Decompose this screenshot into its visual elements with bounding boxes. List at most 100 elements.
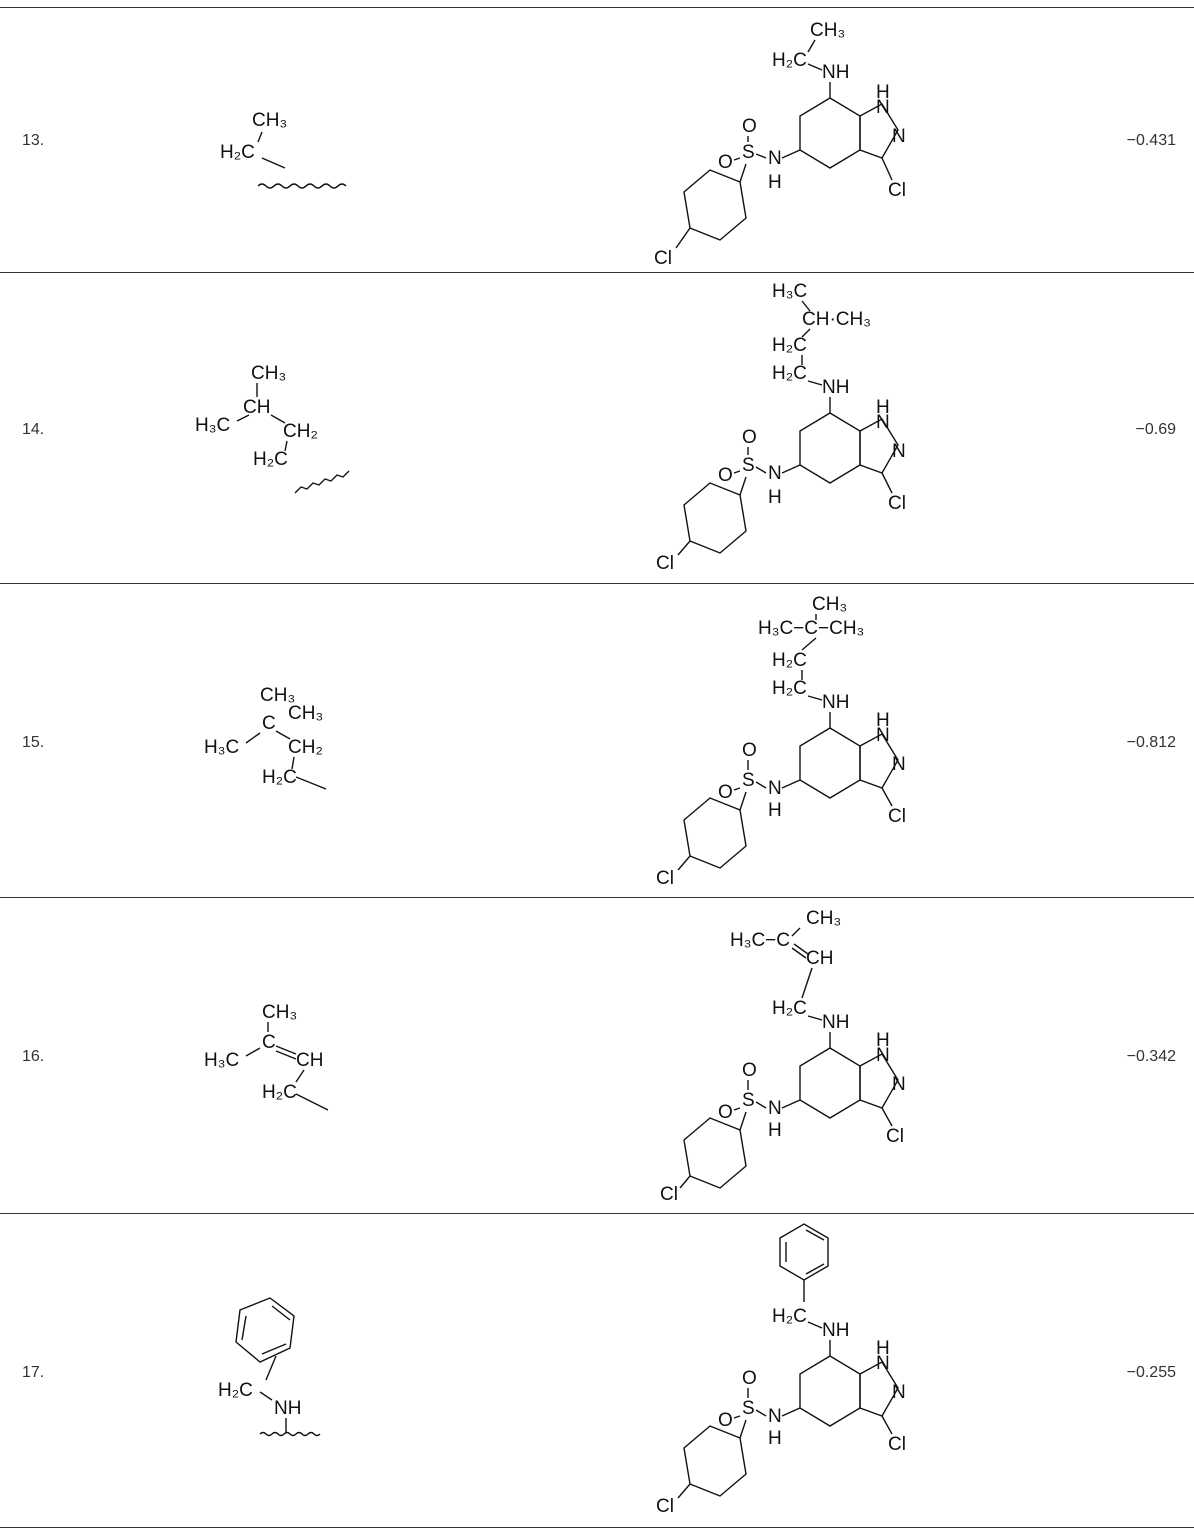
bond-line <box>683 797 747 869</box>
product-label: NH <box>822 1012 849 1033</box>
table-row: 14. −0.69 CH₃ H₃C CH CH₂ H₂C H₃C CH·CH₃ … <box>0 273 1194 583</box>
substituent-label: NH <box>274 1398 301 1419</box>
substituent-label: H₃C <box>195 415 230 436</box>
bond-line <box>733 787 741 791</box>
atom-label: H <box>768 800 782 821</box>
product-label: H₃C−C−CH₃ <box>758 618 864 639</box>
product-label: H₂C <box>772 650 807 671</box>
atom-label: S <box>742 142 755 163</box>
product-label: H₃C−C <box>730 930 790 951</box>
substituent-label: H₂C <box>218 1380 253 1401</box>
bond-line <box>679 1175 691 1189</box>
atom-label: H <box>876 1030 890 1051</box>
product-label: NH <box>822 692 849 713</box>
atom-label: Cl <box>886 1126 904 1147</box>
product-label: NH <box>822 62 849 83</box>
atom-label: N <box>876 1045 890 1066</box>
bond-line <box>294 470 350 494</box>
atom-label: H <box>768 487 782 508</box>
bond-line <box>683 1425 747 1497</box>
bond-line <box>859 103 899 159</box>
table-rule <box>0 583 1194 584</box>
atom-label: O <box>718 465 733 486</box>
atom-label: Cl <box>888 806 906 827</box>
bond-line <box>295 776 327 790</box>
atom-label: N <box>768 463 782 484</box>
bond-line <box>733 1415 741 1419</box>
bond-line <box>781 1407 801 1417</box>
atom-label: N <box>876 725 890 746</box>
atom-label: N <box>892 441 906 462</box>
atom-label: N <box>892 1382 906 1403</box>
compound-index: 13. <box>22 132 45 149</box>
table-row: 17. −0.255 H₂C NH H₂C NH H N N Cl N H S … <box>0 1214 1194 1527</box>
atom-label: H <box>768 1428 782 1449</box>
bond-line <box>791 927 801 937</box>
substituent-structure: CH₃ CH₃ H₃C C CH₂ H₂C <box>204 685 327 790</box>
table-rule <box>0 1213 1194 1214</box>
atom-label: H <box>768 172 782 193</box>
bond-line <box>801 328 811 338</box>
atom-label: H <box>876 710 890 731</box>
product-label: NH <box>822 377 849 398</box>
bond-line <box>675 227 691 249</box>
atom-label: H <box>876 82 890 103</box>
table-rule-top <box>0 7 1194 8</box>
bond-line <box>284 440 288 452</box>
substituent-label: C <box>262 1032 276 1053</box>
atom-label: O <box>718 1102 733 1123</box>
bond-line <box>799 1355 861 1427</box>
bond-line <box>261 157 286 169</box>
bond-line <box>245 732 261 744</box>
atom-label: Cl <box>888 493 906 514</box>
atom-label: Cl <box>656 868 674 889</box>
bond-line <box>755 1101 767 1109</box>
atom-label: Cl <box>888 1434 906 1455</box>
activity-value: −0.431 <box>1126 132 1176 149</box>
substituent-label: H₂C <box>253 449 288 470</box>
substituent-label: H₂C <box>262 1082 297 1103</box>
compound-index: 14. <box>22 421 45 438</box>
bond-line <box>271 1305 291 1321</box>
bond-line <box>881 1415 893 1435</box>
bond-line <box>733 157 741 161</box>
substituent-structure: CH₃ H₃C C CH H₂C <box>204 1002 329 1111</box>
bond-line <box>781 149 801 159</box>
bond-line <box>683 1117 747 1189</box>
atom-label: H <box>876 1338 890 1359</box>
table-row: 15. −0.812 CH₃ CH₃ H₃C C CH₂ H₂C CH₃ H₃C… <box>0 584 1194 897</box>
product-label: CH₃ <box>810 20 845 41</box>
table-row: 13. −0.431 CH₃ H₂C CH₃ H₂C NH H N N Cl N… <box>0 8 1194 272</box>
atom-label: O <box>742 427 757 448</box>
product-label: NH <box>822 1320 849 1341</box>
substituent-label: CH₃ <box>251 363 286 384</box>
bond-line <box>807 1015 823 1021</box>
atom-label: H <box>768 1120 782 1141</box>
atom-label: N <box>876 1353 890 1374</box>
atom-label: N <box>768 1098 782 1119</box>
bond-line <box>259 1391 273 1401</box>
atom-label: O <box>742 740 757 761</box>
product-label: CH₃ <box>812 594 847 615</box>
table-row: 16. −0.342 CH₃ H₃C C CH H₂C CH₃ H₃C−C CH… <box>0 898 1194 1213</box>
bond-line <box>881 157 893 181</box>
bond-line <box>261 1343 287 1355</box>
bond-line <box>881 472 893 494</box>
table-rule <box>0 272 1194 273</box>
bond-line <box>241 1315 247 1341</box>
bond-line <box>793 943 809 955</box>
product-label: H₂C <box>772 678 807 699</box>
atom-label: H <box>876 397 890 418</box>
product-label: H₂C <box>772 998 807 1019</box>
bond-line <box>881 1107 893 1127</box>
atom-label: Cl <box>656 553 674 574</box>
atom-label: S <box>742 1398 755 1419</box>
substituent-label: CH₃ <box>260 685 295 706</box>
atom-label: N <box>768 148 782 169</box>
product-structure: CH₃ H₃C−C CH H₂C NH H N N Cl N H S O O C… <box>660 908 906 1205</box>
product-label: CH₃ <box>806 908 841 929</box>
atom-label: N <box>876 97 890 118</box>
product-structure: CH₃ H₃C−C−CH₃ H₂C H₂C NH H N N Cl N H S … <box>656 594 906 889</box>
bond-line <box>859 418 899 474</box>
product-structure: CH₃ H₂C NH H N N Cl N H S O O Cl <box>654 20 906 269</box>
